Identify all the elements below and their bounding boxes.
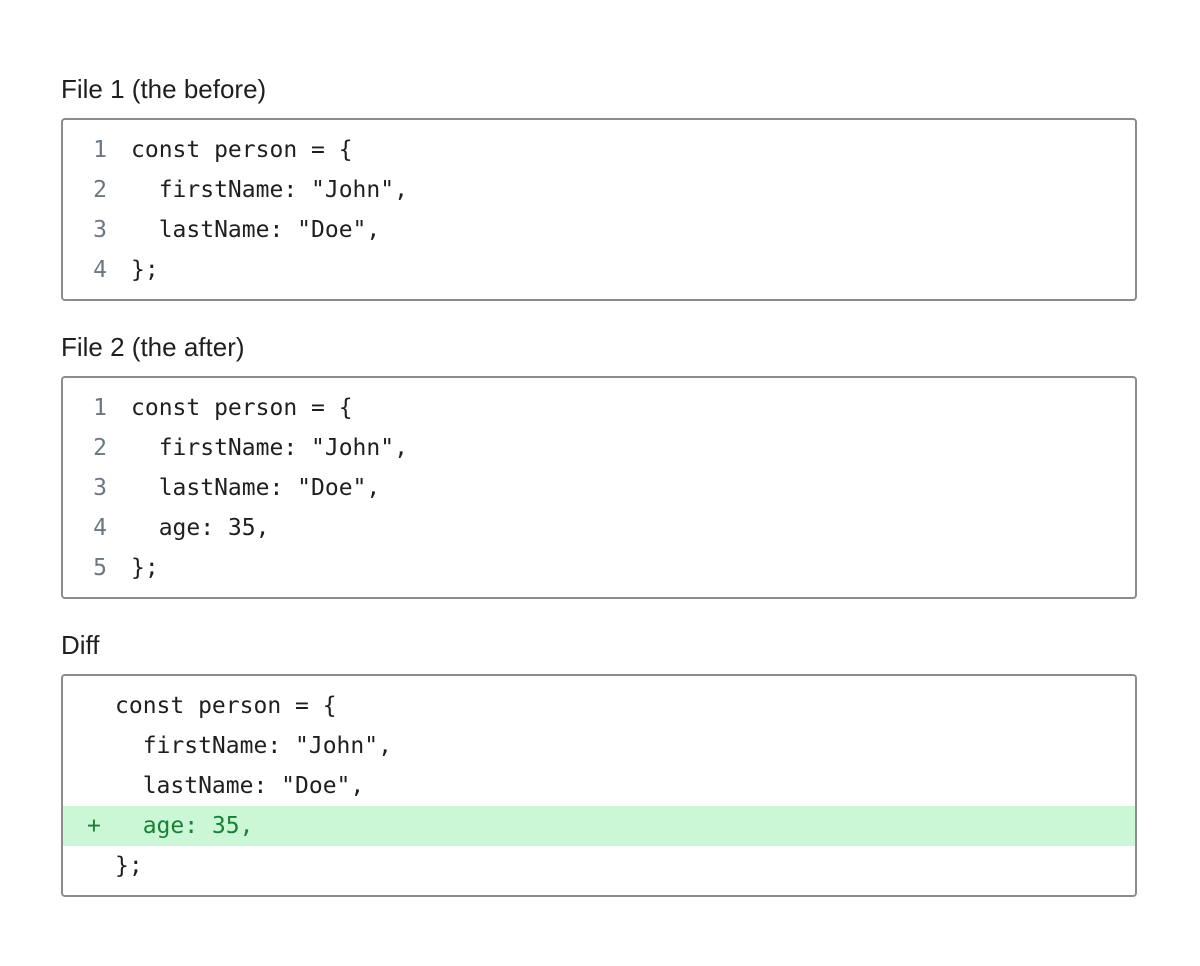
file1-code-block: 1 const person = { 2 firstName: "John", … [61, 118, 1137, 301]
code-line: 1 const person = { [63, 130, 1135, 170]
line-number: 1 [93, 137, 107, 163]
diff-added-marker: + [87, 813, 101, 839]
diff-line-added: + age: 35, [63, 806, 1135, 846]
diff-line: firstName: "John", [63, 726, 1135, 766]
diff-code: const person = { [115, 693, 337, 719]
line-number: 1 [93, 395, 107, 421]
line-code: const person = { [131, 395, 353, 421]
code-line: 4 }; [63, 250, 1135, 290]
line-number: 2 [93, 177, 107, 203]
diff-code: }; [115, 853, 143, 879]
line-code: firstName: "John", [131, 435, 408, 461]
diff-line: lastName: "Doe", [63, 766, 1135, 806]
code-line: 3 lastName: "Doe", [63, 210, 1135, 250]
line-code: }; [131, 257, 159, 283]
file2-code-block: 1 const person = { 2 firstName: "John", … [61, 376, 1137, 599]
code-line: 2 firstName: "John", [63, 428, 1135, 468]
file2-title: File 2 (the after) [61, 332, 245, 362]
line-code: const person = { [131, 137, 353, 163]
code-line: 2 firstName: "John", [63, 170, 1135, 210]
diff-code: lastName: "Doe", [115, 773, 365, 799]
code-line: 3 lastName: "Doe", [63, 468, 1135, 508]
diff-line: const person = { [63, 686, 1135, 726]
code-line: 1 const person = { [63, 388, 1135, 428]
code-line: 5 }; [63, 548, 1135, 588]
line-number: 3 [93, 475, 107, 501]
line-code: lastName: "Doe", [131, 217, 381, 243]
line-number: 5 [93, 555, 107, 581]
diff-code: firstName: "John", [115, 733, 392, 759]
code-line: 4 age: 35, [63, 508, 1135, 548]
line-code: age: 35, [131, 515, 270, 541]
diff-title: Diff [61, 630, 100, 660]
line-code: lastName: "Doe", [131, 475, 381, 501]
line-number: 3 [93, 217, 107, 243]
diff-line: }; [63, 846, 1135, 886]
line-number: 4 [93, 515, 107, 541]
line-number: 2 [93, 435, 107, 461]
file1-title: File 1 (the before) [61, 74, 267, 104]
line-code: firstName: "John", [131, 177, 408, 203]
diff-code: age: 35, [115, 813, 254, 839]
diff-code-block: const person = { firstName: "John", last… [61, 674, 1137, 897]
line-code: }; [131, 555, 159, 581]
line-number: 4 [93, 257, 107, 283]
